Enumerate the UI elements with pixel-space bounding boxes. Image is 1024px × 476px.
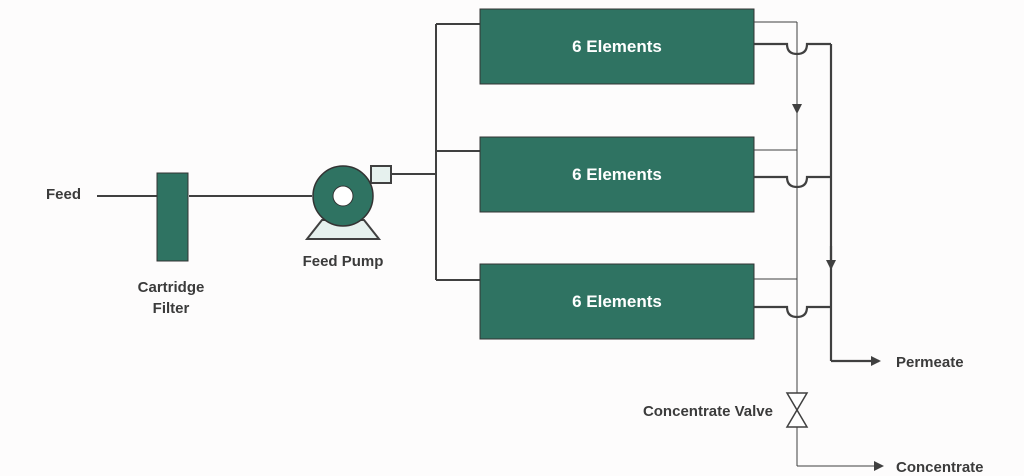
- permeate-label: Permeate: [896, 354, 964, 371]
- pressure-vessel-1: [479, 8, 755, 85]
- concentrate-outlet-lines: [754, 21, 798, 466]
- feed-pump-icon: [304, 165, 392, 240]
- cartridge-filter-label-line1: Cartridge: [138, 279, 205, 296]
- vessel-1-label: 6 Elements: [572, 37, 662, 56]
- pressure-vessel-3: [479, 263, 755, 340]
- permeate-outlet-lines: [754, 42, 833, 361]
- concentrate-valve-icon: [785, 392, 809, 428]
- cartridge-filter: [156, 172, 189, 262]
- concentrate-valve-label: Concentrate Valve: [643, 403, 773, 420]
- vessel-3-label: 6 Elements: [572, 292, 662, 311]
- pressure-vessel-2: [479, 136, 755, 213]
- vessel-2-label: 6 Elements: [572, 165, 662, 184]
- feed-pump-label: Feed Pump: [303, 253, 384, 270]
- feed-label: Feed: [46, 186, 81, 203]
- cartridge-filter-label-line2: Filter: [153, 300, 190, 317]
- concentrate-label: Concentrate: [896, 459, 984, 476]
